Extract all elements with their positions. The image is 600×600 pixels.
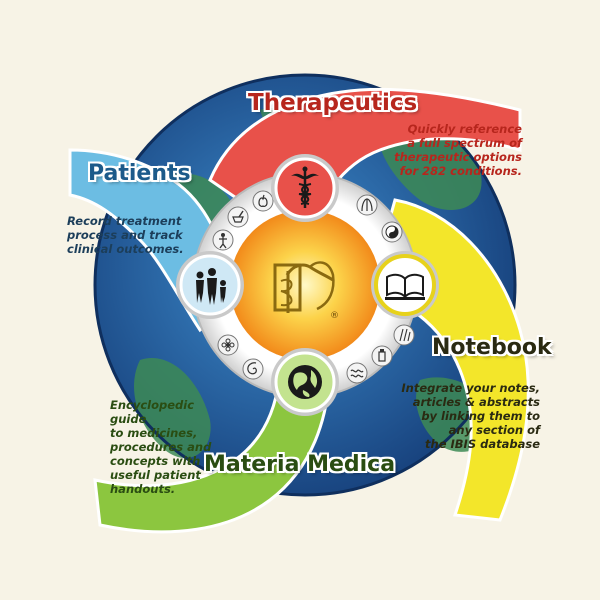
flower-icon xyxy=(217,334,239,356)
materia-medica-title[interactable]: Materia Medica xyxy=(204,452,396,477)
caduceus-icon xyxy=(291,166,319,208)
therapeutics-description: Quickly reference a full spectrum of the… xyxy=(394,122,522,178)
therapeutics-title[interactable]: Therapeutics xyxy=(248,90,418,116)
materia-medica-node[interactable] xyxy=(271,348,339,416)
herbs-icon xyxy=(356,194,378,216)
therapeutics-node[interactable] xyxy=(271,154,339,222)
patients-node[interactable] xyxy=(176,251,244,319)
ibis-logo-icon xyxy=(273,261,335,313)
materia-medica-arm xyxy=(93,358,332,534)
globe-icon xyxy=(288,365,322,399)
notebook-description: Integrate your notes, articles & abstrac… xyxy=(401,381,540,451)
patients-description: Record treatment process and track clini… xyxy=(67,214,184,256)
family-icon xyxy=(196,268,226,305)
mortar-icon xyxy=(227,206,249,228)
materia-medica-description: Encyclopedic guide to medicines, procedu… xyxy=(110,398,212,496)
center-sun xyxy=(230,210,380,360)
registered-mark: ® xyxy=(330,311,339,321)
yin-yang-icon xyxy=(381,221,403,243)
notebook-title[interactable]: Notebook xyxy=(432,335,552,360)
spiral-icon xyxy=(242,358,264,380)
patients-title[interactable]: Patients xyxy=(88,161,191,186)
apple-icon xyxy=(252,190,274,212)
person-icon xyxy=(212,229,234,251)
bottle-icon xyxy=(371,345,393,367)
notebook-node[interactable] xyxy=(371,251,439,319)
open-book-icon xyxy=(385,273,425,300)
waves-icon xyxy=(346,362,368,384)
acupuncture-needles-icon xyxy=(393,324,415,346)
